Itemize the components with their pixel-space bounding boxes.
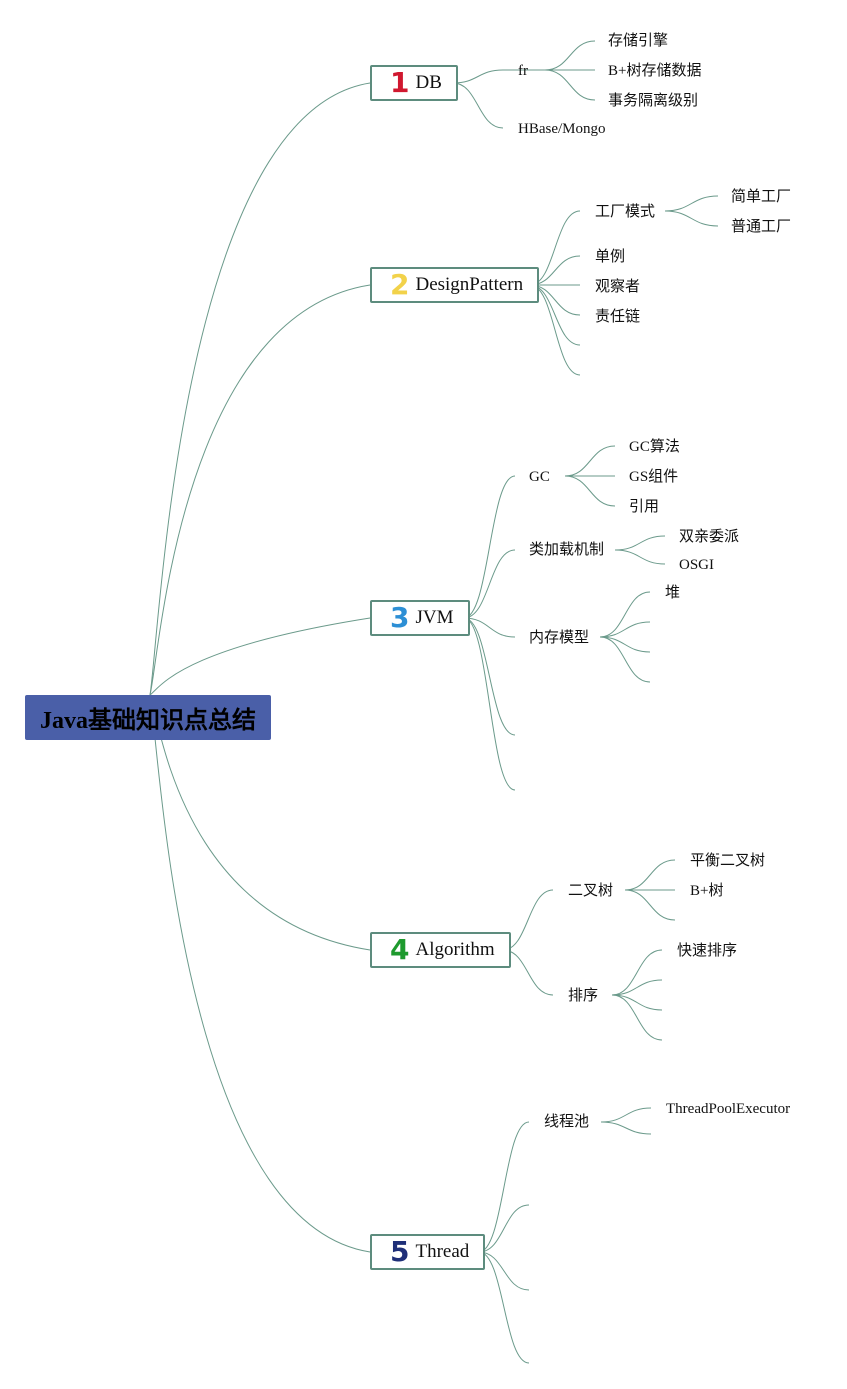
number-two-icon: 2	[390, 268, 410, 301]
node-gc-algorithm[interactable]: GC算法	[629, 439, 680, 455]
connector-line	[463, 617, 516, 638]
node-simple-factory[interactable]: 简单工厂	[731, 189, 792, 205]
branch-db[interactable]: 1 DB	[370, 65, 458, 101]
root-node[interactable]: Java基础知识点总结	[25, 695, 271, 740]
node-transaction-isolation[interactable]: 事务隔离级别	[608, 93, 699, 109]
connector-line	[463, 617, 516, 791]
node-reference[interactable]: 引用	[629, 499, 660, 515]
branch-thread[interactable]: 5 Thread	[370, 1234, 486, 1270]
branch-design-pattern[interactable]: 2 DesignPattern	[370, 267, 540, 303]
connector-line	[452, 69, 504, 84]
branch-thread-label: Thread	[415, 1241, 470, 1262]
connector-line	[463, 617, 516, 736]
number-one-icon: 1	[390, 66, 410, 99]
node-parent-delegation[interactable]: 双亲委派	[679, 529, 740, 545]
connector-line	[564, 445, 616, 477]
branch-algorithm[interactable]: 4 Algorithm	[370, 932, 511, 968]
node-osgi[interactable]: OSGI	[679, 557, 715, 573]
branch-db-label: DB	[415, 72, 442, 93]
connector-line	[599, 636, 651, 683]
connector-line	[544, 69, 596, 101]
number-four-icon: 4	[390, 933, 410, 966]
node-bplus-tree[interactable]: B+树	[690, 883, 724, 899]
root-connector	[149, 82, 371, 696]
connector-line	[463, 549, 516, 619]
connector-line	[611, 949, 663, 996]
branch-jvm-label: JVM	[415, 607, 454, 628]
branch-jvm[interactable]: 3 JVM	[370, 600, 470, 636]
node-bplus-storage[interactable]: B+树存储数据	[608, 63, 702, 79]
connector-line	[664, 195, 719, 212]
root-connector	[149, 617, 371, 696]
node-normal-factory[interactable]: 普通工厂	[731, 219, 792, 235]
branch-algorithm-label: Algorithm	[415, 939, 495, 960]
node-gc[interactable]: GC	[529, 469, 550, 485]
connector-line	[664, 210, 719, 227]
node-gs-component[interactable]: GS组件	[629, 469, 679, 485]
connector-line	[614, 535, 666, 551]
connector-line	[611, 979, 663, 996]
node-balanced-binary-tree[interactable]: 平衡二叉树	[690, 853, 766, 869]
node-quick-sort[interactable]: 快速排序	[677, 943, 738, 959]
node-hbase-mongo[interactable]: HBase/Mongo	[518, 121, 606, 137]
node-singleton[interactable]: 单例	[595, 249, 626, 265]
connector-line	[600, 1121, 652, 1135]
connector-line	[611, 994, 663, 1041]
number-three-icon: 3	[390, 601, 410, 634]
node-chain-of-responsibility[interactable]: 责任链	[595, 309, 641, 325]
connector-line	[600, 1107, 652, 1123]
node-fr[interactable]: fr	[518, 63, 528, 79]
node-memory-model[interactable]: 内存模型	[529, 630, 590, 646]
connector-line	[624, 889, 676, 921]
node-factory-pattern[interactable]: 工厂模式	[595, 204, 656, 220]
branch-design-pattern-label: DesignPattern	[415, 274, 524, 295]
connector-line	[478, 1251, 530, 1364]
root-connector	[149, 694, 371, 1253]
node-class-loading[interactable]: 类加载机制	[529, 542, 605, 558]
node-observer[interactable]: 观察者	[595, 279, 641, 295]
connector-line	[599, 636, 651, 653]
connector-line	[564, 475, 616, 507]
node-heap[interactable]: 堆	[665, 585, 681, 601]
connector-line	[611, 994, 663, 1011]
connector-line	[478, 1204, 530, 1253]
node-binary-tree[interactable]: 二叉树	[568, 883, 614, 899]
connector-line	[478, 1251, 530, 1291]
node-thread-pool-executor[interactable]: ThreadPoolExecutor	[666, 1101, 791, 1117]
node-storage-engine[interactable]: 存储引擎	[608, 33, 669, 49]
connector-line	[478, 1121, 530, 1253]
node-thread-pool[interactable]: 线程池	[544, 1114, 590, 1130]
connector-line	[452, 82, 504, 129]
connector-line	[599, 621, 651, 638]
root-connector	[149, 284, 371, 696]
connector-line	[544, 40, 596, 71]
connector-line	[463, 475, 516, 619]
node-sorting[interactable]: 排序	[568, 988, 599, 1004]
connector-line	[599, 591, 651, 638]
connector-line	[624, 859, 676, 891]
number-five-icon: 5	[390, 1235, 410, 1268]
connector-line	[614, 549, 666, 565]
